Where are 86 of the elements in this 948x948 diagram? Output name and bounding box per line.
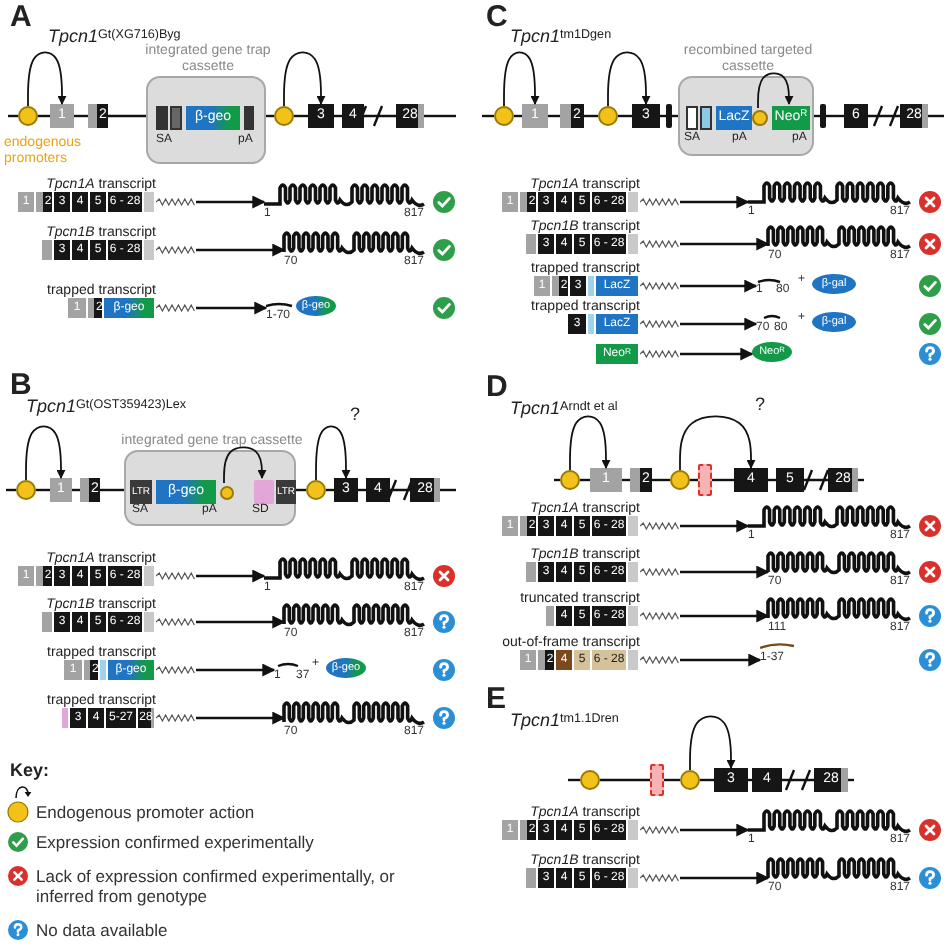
gene-line	[600, 778, 650, 782]
arrow	[196, 243, 286, 257]
panel-letter: B	[10, 370, 32, 400]
arrow	[680, 609, 770, 623]
promoter-circle	[680, 770, 700, 790]
promoter-circle	[494, 106, 514, 126]
promoter-arrow	[27, 51, 67, 107]
promoter-arrow	[503, 51, 540, 107]
promoter-arrow	[223, 446, 267, 484]
legend-text: No data available	[36, 920, 170, 940]
promoter-arrow	[679, 415, 756, 471]
promoter-circle	[752, 110, 768, 126]
arrow	[680, 519, 750, 533]
promoter-circle	[306, 480, 326, 500]
arrow	[680, 823, 750, 837]
promoter-arrow	[283, 51, 326, 107]
legend-text: Endogenous promoter action	[36, 802, 257, 822]
protein-drawing	[768, 548, 910, 590]
arrow	[680, 237, 770, 251]
arrow	[680, 347, 754, 361]
protein-drawing	[284, 600, 424, 642]
arrow	[196, 615, 286, 629]
allele-name: Tpcn1$^{Gt(XG716)Byg}$	[48, 26, 181, 46]
exon-box	[666, 104, 672, 128]
promoter-arrow	[315, 425, 351, 481]
arrow	[680, 653, 762, 667]
protein-drawing	[284, 228, 424, 270]
promoter-circle	[16, 480, 36, 500]
promoter-circle	[560, 470, 580, 490]
protein-drawing	[264, 554, 424, 596]
arrow	[196, 195, 266, 209]
protein-drawing	[748, 178, 910, 220]
protein-drawing	[768, 222, 910, 264]
arrow	[196, 301, 268, 315]
protein-drawing	[284, 698, 424, 740]
transcript-bar	[596, 344, 680, 364]
protein-drawing	[768, 594, 910, 636]
exon-box	[820, 104, 826, 128]
gene-line	[802, 468, 830, 492]
protein-drawing	[748, 806, 910, 848]
promoter-circle	[670, 470, 690, 490]
arrow	[680, 565, 770, 579]
allele-name: Tpcn1$^{Gt(OST359423)Lex}$	[26, 396, 186, 418]
gene-line	[780, 768, 816, 792]
arrow	[680, 195, 750, 209]
promoter-circle	[580, 770, 600, 790]
legend-text: Lack of expression confirmed experimentally, or inferred from genotype	[36, 866, 397, 906]
promoter-arrow	[757, 72, 794, 109]
allele-name: Tpcn1$^{tm1.1Dren}$	[510, 710, 619, 732]
promoter-circle	[18, 106, 38, 126]
panel-letter: C	[486, 2, 508, 32]
protein-drawing	[748, 502, 910, 544]
arrow	[196, 663, 276, 677]
gene-line	[108, 114, 146, 118]
edge-label: ?	[755, 394, 766, 414]
cassette-element	[254, 480, 274, 504]
gene-line	[386, 478, 414, 502]
panel-letter: E	[486, 684, 507, 714]
promoter-arrow	[25, 425, 66, 481]
gene-line	[424, 114, 456, 118]
legend-text: Expression confirmed experimentally	[36, 832, 316, 852]
arrow	[680, 317, 758, 331]
gene-line	[712, 478, 734, 482]
deleted-exon-box	[650, 764, 664, 796]
arrow	[196, 711, 286, 725]
arrow	[680, 279, 758, 293]
panel-letter: D	[486, 372, 508, 402]
arrow	[680, 871, 770, 885]
promoter-arrow	[689, 715, 736, 771]
panel-letter: A	[10, 2, 32, 32]
protein-drawing	[264, 180, 424, 222]
promoter-circle	[219, 485, 233, 499]
deleted-exon-box	[698, 464, 712, 496]
legend-title: Key:	[10, 760, 50, 780]
gene-line	[866, 104, 902, 128]
allele-name: Tpcn1$^{tm1Dgen}$	[510, 26, 612, 48]
arrow	[196, 569, 266, 583]
allele-name: Tpcn1$^{Arndt et al}$	[510, 398, 618, 420]
promoter-arrow	[569, 415, 611, 471]
protein-drawing	[768, 854, 910, 896]
promoter-circle	[274, 106, 294, 126]
promoter-arrow	[607, 51, 651, 107]
promoter-circle	[598, 106, 618, 126]
gene-line	[100, 488, 124, 492]
protein-product-drawing	[266, 296, 336, 324]
edge-label: ?	[350, 404, 361, 424]
